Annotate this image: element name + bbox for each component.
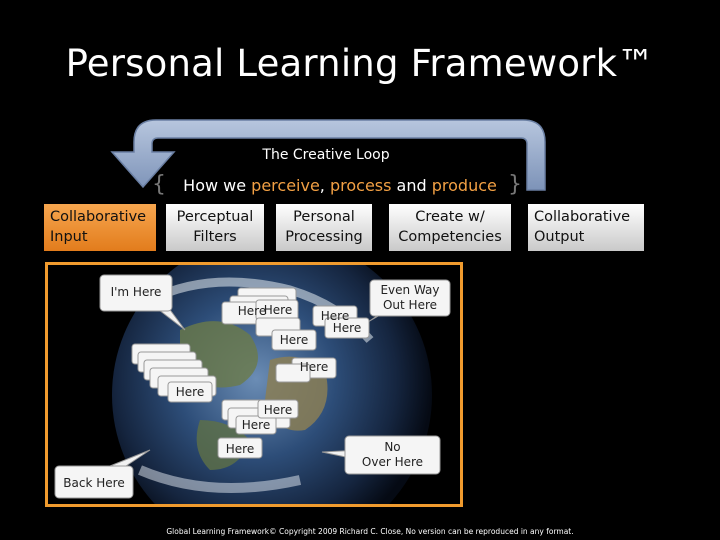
stage-line: Personal	[293, 209, 355, 225]
callout-here-text: Here	[279, 333, 309, 347]
stage-line: Processing	[285, 229, 363, 245]
stage-create-competencies: Create w/ Competencies	[389, 204, 511, 251]
callout-line: Out Here	[382, 298, 438, 312]
callout-line: Even Way	[380, 283, 440, 297]
tagline-process: process	[329, 176, 392, 195]
callout-line: Over Here	[361, 455, 424, 469]
callout-line: No	[384, 440, 401, 454]
stage-line: Output	[534, 229, 585, 245]
stage-line: Input	[50, 229, 88, 245]
tagline-produce: produce	[431, 176, 497, 195]
callout-here-text: Here	[225, 442, 255, 456]
callout-cluster	[131, 287, 370, 459]
page-title: Personal Learning Framework™	[65, 42, 655, 85]
stage-personal-processing: Personal Processing	[276, 204, 372, 251]
stage-line: Competencies	[398, 229, 502, 245]
cloud-band	[138, 465, 302, 493]
callout-no-over-here-text: No Over Here	[345, 440, 440, 470]
stage-perceptual-filters: Perceptual Filters	[166, 204, 264, 251]
stage-line: Collaborative	[534, 209, 631, 225]
tagline-sep2: and	[391, 176, 432, 195]
stage-line: Collaborative	[50, 209, 147, 225]
creative-loop-arrow	[110, 119, 546, 191]
stage-line: Create w/	[415, 209, 485, 225]
callout-im-here-text: I'm Here	[110, 285, 162, 299]
left-brace: {	[152, 172, 166, 197]
callout-even-way-text: Even Way Out Here	[370, 283, 450, 313]
tagline-perceive: perceive	[251, 176, 320, 195]
callout-here-text: Here	[263, 403, 293, 417]
callout-here-text: Here	[263, 303, 293, 317]
stage-line: Filters	[193, 229, 237, 245]
callout-back-here	[54, 465, 134, 499]
callout-here-text: Here	[332, 321, 362, 335]
stage-collaborative-output: Collaborative Output	[528, 204, 644, 251]
tagline-sep1: ,	[319, 176, 330, 195]
stage-collaborative-input: Collaborative Input	[44, 204, 156, 251]
callout-here-text: Here	[237, 304, 267, 318]
copyright-footer: Global Learning Framework© Copyright 200…	[166, 527, 574, 536]
callout-here-text: Here	[320, 309, 350, 323]
callout-no-over-here	[344, 435, 441, 475]
callout-back-here-text: Back Here	[63, 476, 125, 490]
callout-here-text: Here	[299, 360, 329, 374]
tagline: How we perceive, process and produce	[160, 176, 520, 195]
callout-even-way	[369, 279, 451, 317]
tagline-prefix: How we	[183, 176, 252, 195]
right-brace: }	[508, 172, 522, 197]
callout-here-text: Here	[241, 418, 271, 432]
stage-line: Perceptual	[176, 209, 254, 225]
creative-loop-label: The Creative Loop	[262, 147, 390, 163]
callout-here-text: Here	[175, 385, 205, 399]
callout-im-here	[99, 274, 173, 312]
